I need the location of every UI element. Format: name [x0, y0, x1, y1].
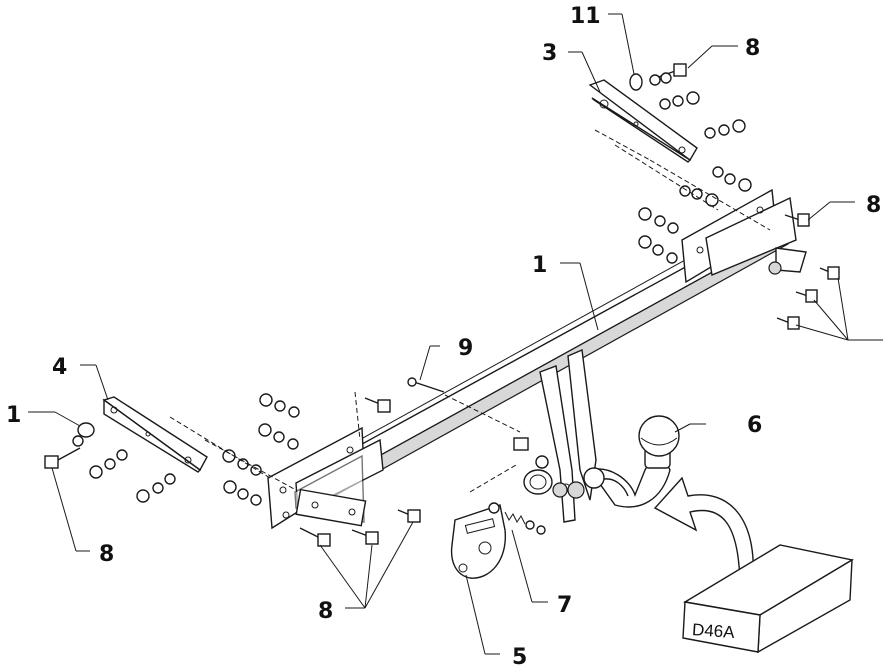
washer [629, 73, 643, 91]
arrow-icon [653, 476, 754, 591]
top-plate [588, 79, 698, 163]
left-side-bracket [267, 426, 384, 530]
callout-8-left: 8 [99, 542, 114, 567]
spring-set [488, 502, 546, 535]
callout-3: 3 [542, 41, 557, 66]
callout-11: 11 [570, 4, 601, 29]
left-plate [102, 396, 208, 473]
callout-1-left: 1 [6, 403, 21, 428]
callout-6: 6 [747, 413, 762, 438]
bolt-9 [407, 377, 445, 393]
right-side-bracket [681, 188, 807, 284]
nuts-top [649, 72, 752, 207]
callout-1-bar: 1 [532, 253, 547, 278]
callout-7: 7 [557, 593, 572, 618]
callout-8-bottom: 8 [318, 599, 333, 624]
hitch-bracket [539, 348, 597, 523]
callout-9: 9 [458, 336, 473, 361]
electrical-socket [513, 437, 553, 495]
bolts-left-bottom [299, 397, 421, 547]
bolt-left [44, 447, 81, 469]
washer-left [77, 422, 95, 438]
callout-4: 4 [52, 355, 67, 380]
box-code: D46A [691, 620, 735, 642]
socket-plate [450, 504, 506, 579]
callout-8-right: 8 [866, 193, 881, 218]
d46a-box [682, 544, 854, 654]
bolts-right [776, 213, 840, 330]
leader-lines [28, 13, 883, 655]
callout-8-top: 8 [745, 36, 760, 61]
assembly-lines [169, 129, 771, 493]
callout-5: 5 [512, 645, 527, 670]
tow-ball [583, 415, 680, 508]
nuts-right [638, 207, 679, 264]
